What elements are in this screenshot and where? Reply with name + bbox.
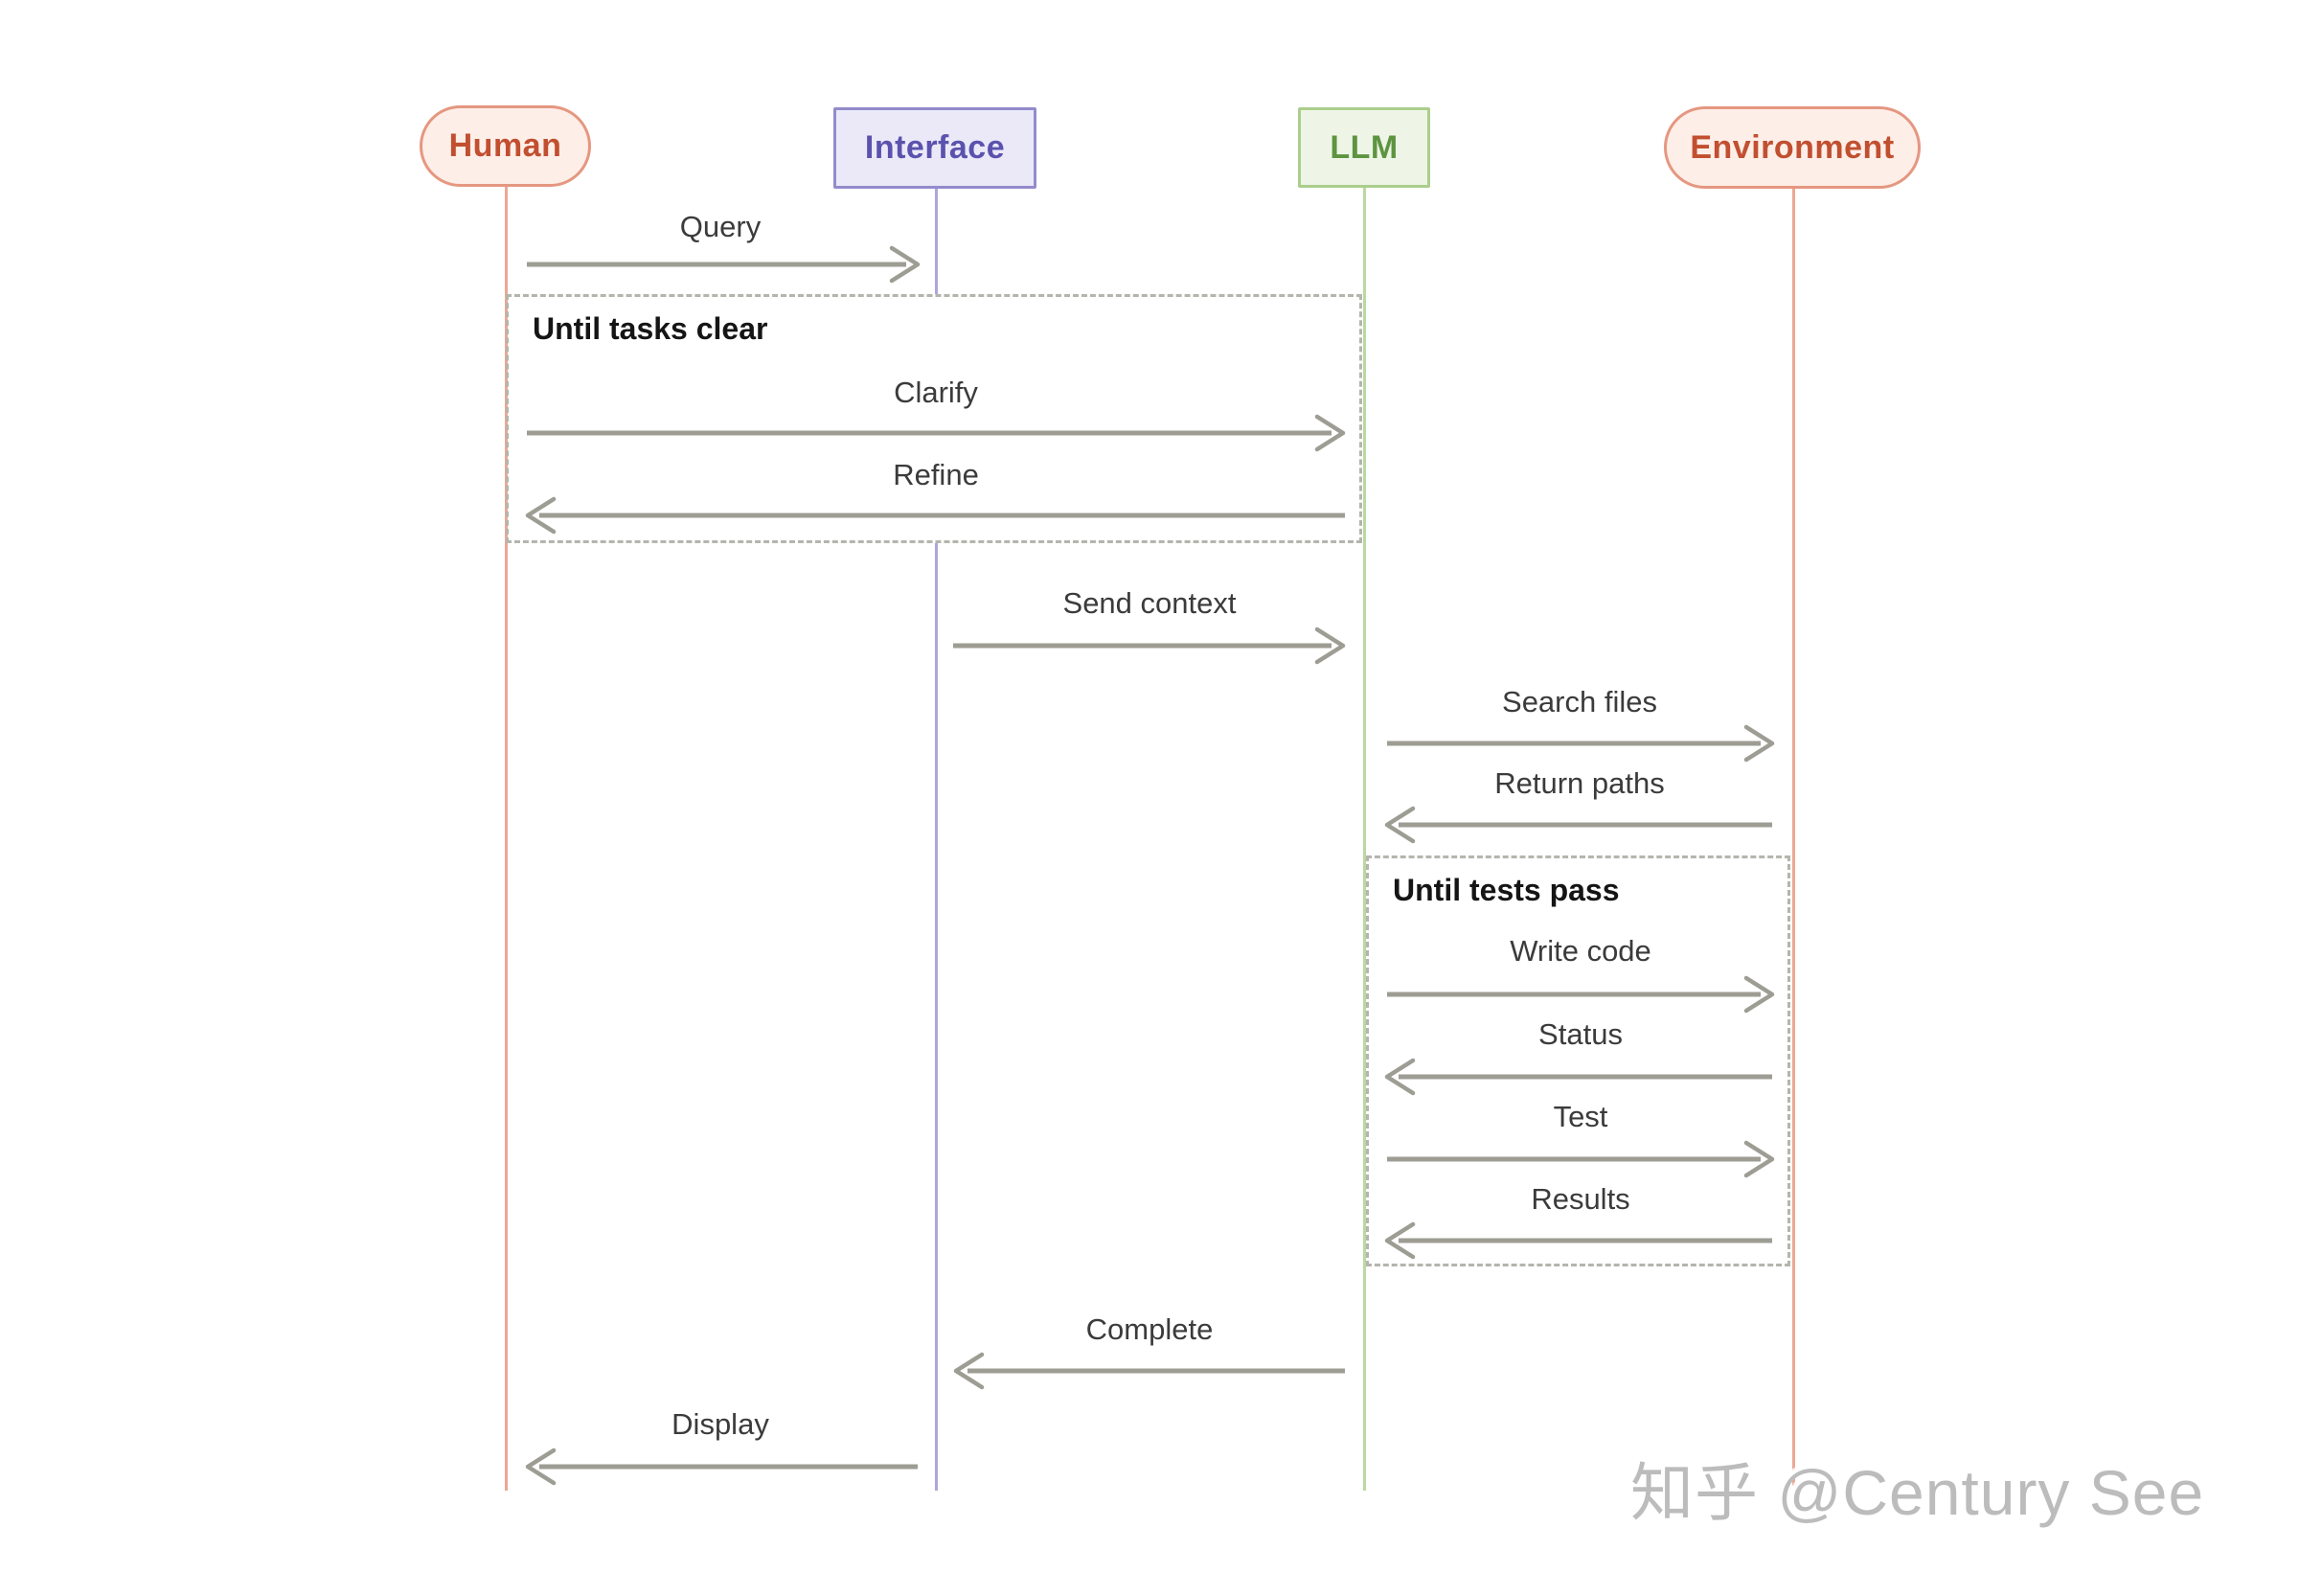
message-label-write-code: Write code [1510,934,1651,968]
message-label-query: Query [679,210,762,243]
actor-label-environment: Environment [1690,128,1895,166]
message-label-complete: Complete [1085,1312,1214,1346]
message-label-display: Display [671,1407,769,1441]
environment-lifeline [1791,188,1795,1486]
message-arrow-write-code [1387,975,1775,1014]
loop-box-until-tasks-clear: Until tasks clear [506,294,1362,543]
message-label-results: Results [1531,1182,1630,1216]
message-label-test: Test [1553,1100,1608,1133]
message-label-return-paths: Return paths [1494,766,1665,800]
message-label-status: Status [1538,1017,1623,1051]
actor-human: Human [420,105,591,187]
watermark: 知乎 @Century See [1630,1457,2205,1528]
actor-llm: LLM [1298,107,1430,188]
message-arrow-query [527,245,921,284]
message-label-search-files: Search files [1502,685,1657,718]
message-arrow-send-context [953,627,1346,665]
message-label-refine: Refine [893,458,979,491]
human-lifeline [504,186,508,1491]
llm-lifeline [1362,187,1366,1491]
message-arrow-clarify [527,414,1346,452]
interface-lifeline [934,188,938,294]
actor-label-human: Human [448,127,562,164]
loop-title-until-tests-pass: Until tests pass [1393,873,1620,907]
message-arrow-results [1384,1221,1772,1260]
message-arrow-status [1384,1058,1772,1096]
actor-label-interface: Interface [864,129,1006,166]
message-label-send-context: Send context [1062,586,1237,620]
actor-label-llm: LLM [1330,128,1399,166]
message-arrow-refine [525,496,1345,535]
actor-environment: Environment [1664,106,1921,189]
message-label-clarify: Clarify [894,376,978,409]
message-arrow-test [1387,1140,1775,1178]
message-arrow-return-paths [1384,806,1772,844]
message-arrow-complete [953,1352,1345,1390]
actor-interface: Interface [833,107,1036,189]
loop-title-until-tasks-clear: Until tasks clear [533,311,768,346]
message-arrow-display [525,1448,918,1486]
interface-lifeline [934,543,938,1491]
message-arrow-search-files [1387,724,1775,763]
loop-box-until-tests-pass: Until tests pass [1366,855,1790,1266]
